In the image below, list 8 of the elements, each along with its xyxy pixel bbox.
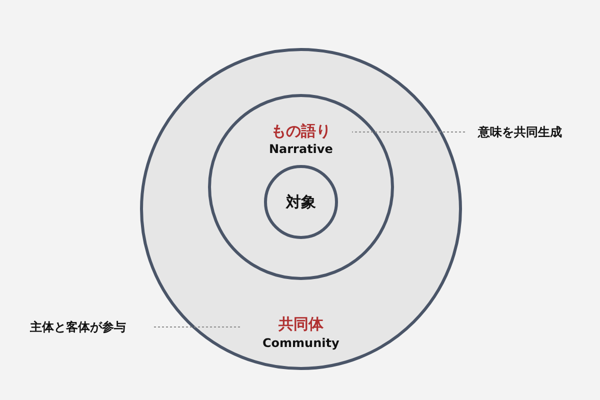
circle-label: 共同体 [278,316,324,332]
english-label: Narrative [269,143,333,155]
circle-label: もの語り [271,124,331,138]
annotation-text: 意味を共同生成 [478,126,562,138]
english-label: Community [262,337,340,349]
annotation-text: 主体と客体が参与 [30,321,126,333]
circle-label: 対象 [286,194,316,210]
leader-line [154,326,242,328]
